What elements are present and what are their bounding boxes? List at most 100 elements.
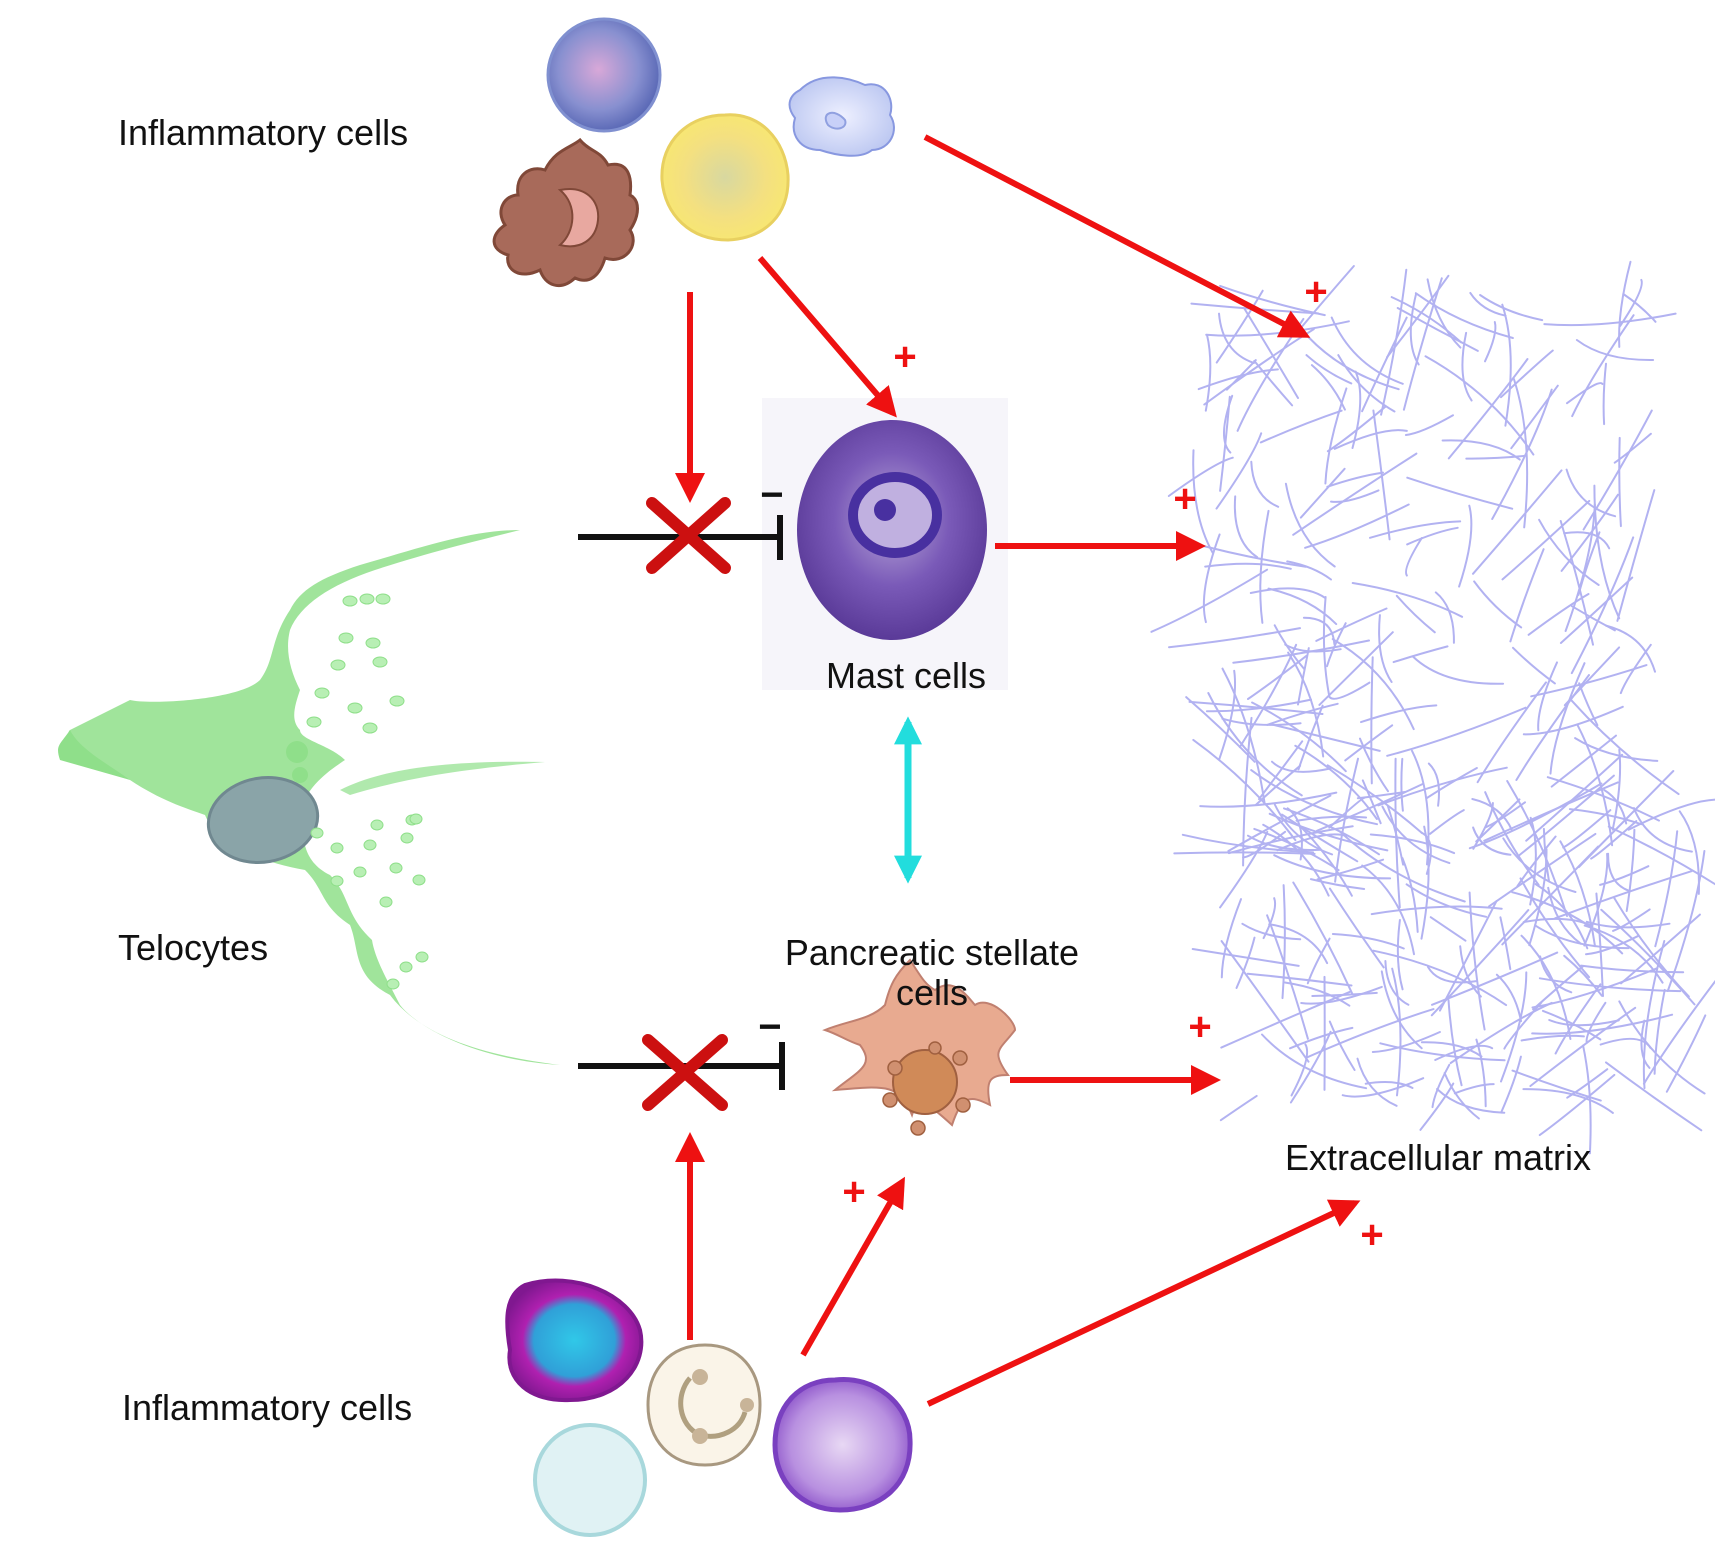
ecm-fiber bbox=[1221, 667, 1266, 805]
ecm-fiber bbox=[1495, 973, 1522, 1023]
ecm-fiber bbox=[1188, 700, 1324, 715]
plus-sign: + bbox=[842, 1170, 865, 1214]
ecm-fiber bbox=[1531, 1013, 1674, 1035]
ecm-fiber bbox=[1613, 432, 1652, 464]
ecm-fiber bbox=[1326, 471, 1384, 488]
macrophage-cell-icon bbox=[492, 137, 639, 288]
ecm-fiber bbox=[1529, 816, 1537, 906]
ecm-fiber bbox=[1434, 591, 1455, 644]
ecm-fiber bbox=[1593, 484, 1621, 620]
lymphocyte-cell-icon bbox=[546, 17, 662, 133]
extracellular-matrix-label: Extracellular matrix bbox=[1285, 1137, 1591, 1178]
ecm-fiber bbox=[1334, 757, 1359, 883]
ecm-fiber bbox=[1405, 883, 1488, 918]
ecm-fiber bbox=[1511, 1069, 1602, 1102]
ecm-fiber bbox=[1390, 296, 1462, 344]
mast-cell bbox=[762, 398, 1008, 690]
ecm-fiber bbox=[1150, 568, 1269, 633]
ecm-fiber bbox=[1665, 1014, 1707, 1093]
ecm-fiber bbox=[1510, 384, 1559, 450]
ecm-fiber bbox=[1261, 1033, 1368, 1090]
ecm-fiber bbox=[1642, 940, 1666, 1090]
ecm-fiber bbox=[1324, 387, 1348, 485]
ecm-fiber bbox=[1585, 935, 1639, 956]
ecm-fiber bbox=[1537, 661, 1558, 732]
ecm-fiber bbox=[1286, 560, 1332, 581]
ecm-fiber bbox=[1506, 780, 1568, 917]
ecm-fiber bbox=[1483, 781, 1619, 842]
ecm-fiber bbox=[1420, 1041, 1483, 1058]
ecm-fiber bbox=[1220, 940, 1310, 1063]
ecm-fiber bbox=[1243, 307, 1299, 399]
signs: + + + + + + − − bbox=[758, 270, 1383, 1257]
ecm-fiber bbox=[1618, 1000, 1706, 1095]
ecm-fiber bbox=[1233, 495, 1259, 559]
arrow-top-cells-to-mast bbox=[757, 256, 897, 418]
ecm-fiber bbox=[1406, 526, 1459, 546]
ecm-fiber bbox=[1369, 833, 1456, 855]
ecm-fiber bbox=[1534, 883, 1589, 950]
ecm-fiber bbox=[1381, 805, 1451, 865]
stellate-cells-label-line1: Pancreatic stellate bbox=[785, 932, 1079, 973]
ecm-fiber bbox=[1326, 405, 1387, 453]
ecm-fiber bbox=[1527, 593, 1590, 636]
ecm-fiber bbox=[1562, 809, 1612, 849]
ecm-fiber bbox=[1580, 964, 1685, 974]
ecm-fiber bbox=[1427, 762, 1441, 807]
ecm-fiber bbox=[1571, 314, 1635, 418]
ecm-fiber bbox=[1299, 467, 1346, 519]
ecm-fiber bbox=[1632, 807, 1693, 853]
ecm-fiber bbox=[1356, 1057, 1398, 1107]
ecm-fiber bbox=[1205, 320, 1350, 337]
ecm-fiber bbox=[1500, 1055, 1522, 1114]
ecm-fiber bbox=[1380, 970, 1423, 1050]
ecm-fiber bbox=[1471, 798, 1513, 832]
ecm-fiber bbox=[1469, 291, 1507, 317]
ecm-fiber bbox=[1530, 664, 1648, 698]
minus-sign: − bbox=[758, 1005, 781, 1049]
ecm-fiber bbox=[1603, 789, 1628, 825]
ecm-fiber bbox=[1529, 1006, 1637, 1087]
ecm-fiber bbox=[1554, 870, 1693, 920]
ecm-fiber bbox=[1396, 919, 1404, 991]
plus-sign: + bbox=[893, 335, 916, 379]
top-inflammatory-cells bbox=[492, 17, 895, 288]
ecm-fiber bbox=[1620, 913, 1701, 985]
ecm-fiber bbox=[1199, 791, 1338, 808]
ecm-fiber bbox=[1287, 651, 1325, 758]
ecm-fiber bbox=[1255, 764, 1302, 806]
ecm-fiber bbox=[1259, 509, 1270, 624]
ecm-fiber bbox=[1472, 802, 1494, 850]
ecm-fiber bbox=[1328, 887, 1385, 969]
purple-monocyte-icon bbox=[772, 1376, 913, 1513]
ecm-fiber bbox=[1640, 1019, 1651, 1069]
ecm-fiber bbox=[1570, 699, 1680, 796]
ecm-fiber bbox=[1372, 409, 1391, 541]
stellate-cell-nucleus bbox=[892, 1049, 958, 1115]
ecm-fiber bbox=[1409, 292, 1420, 366]
ecm-fiber bbox=[1267, 587, 1338, 626]
ecm-fiber bbox=[1250, 769, 1378, 826]
ecm-fiber bbox=[1241, 922, 1302, 941]
ecm-fiber bbox=[1331, 638, 1415, 731]
ecm-fiber bbox=[1515, 674, 1590, 781]
ecm-fiber bbox=[1516, 835, 1557, 888]
ecm-fiber bbox=[1472, 469, 1563, 575]
ecm-fiber bbox=[1269, 723, 1381, 752]
inflammatory-cells-top-label: Inflammatory cells bbox=[118, 112, 408, 153]
ecm-fiber bbox=[1412, 655, 1505, 685]
ecm-fiber bbox=[1509, 548, 1545, 643]
ecm-fiber bbox=[1361, 864, 1415, 956]
ecm-fiber bbox=[1370, 656, 1374, 785]
ecm-fiber bbox=[1473, 580, 1523, 629]
mast-cells-label: Mast cells bbox=[826, 655, 986, 696]
ecm-fiber bbox=[1204, 562, 1292, 570]
ecm-fiber bbox=[1247, 834, 1323, 852]
ecm-fiber bbox=[1359, 737, 1389, 793]
ecm-fiber bbox=[1574, 737, 1659, 762]
ecm-fiber bbox=[1273, 624, 1306, 671]
mast-cell-nucleus bbox=[848, 472, 942, 558]
ecm-fiber bbox=[1266, 702, 1339, 726]
ecm-fiber bbox=[1221, 717, 1302, 726]
